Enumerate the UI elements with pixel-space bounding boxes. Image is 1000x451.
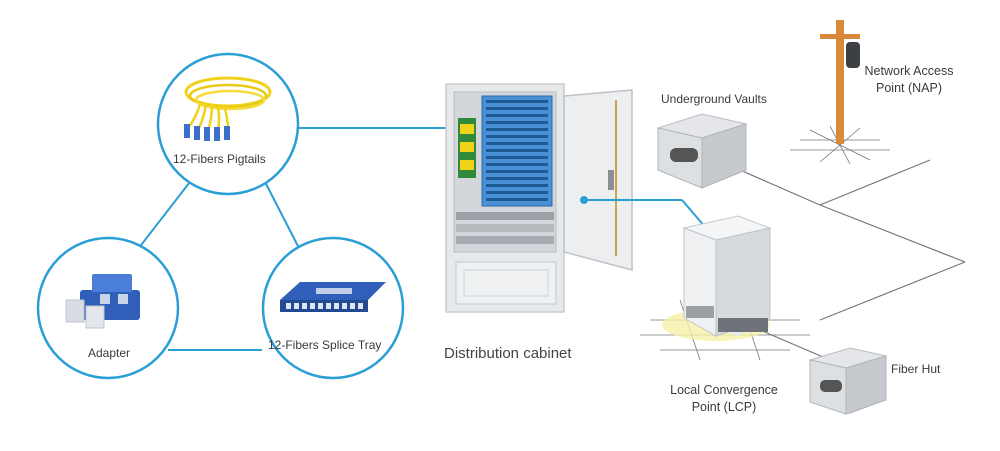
cabinet-label: Distribution cabinet (444, 345, 572, 362)
pigtails-label: 12-Fibers Pigtails (173, 152, 266, 166)
local-convergence-point (640, 215, 810, 361)
fiber-hut (808, 347, 888, 415)
patch-panel-ports (486, 100, 548, 201)
adapter-component (36, 236, 180, 380)
splice-tray-icon (280, 282, 386, 312)
nap-label: Network Access Point (NAP) (864, 64, 954, 95)
splice-tray-label: 12-Fibers Splice Tray (268, 338, 382, 352)
underground-vault (656, 113, 748, 189)
adapter-icon (65, 274, 140, 329)
cabinet-to-lcp-connector (584, 199, 707, 229)
nap-pole (790, 20, 890, 165)
fiber-pigtails-icon (184, 76, 272, 141)
fiber-hut-label: Fiber Hut (891, 362, 941, 376)
splice-tray-component (261, 236, 405, 380)
distribution-cabinet (445, 83, 633, 313)
adapter-label: Adapter (88, 346, 131, 360)
lcp-label: Local Convergence Point (LCP) (670, 383, 778, 414)
network-links (739, 159, 966, 361)
pigtails-component (156, 52, 300, 196)
underground-vaults-label: Underground Vaults (661, 92, 767, 106)
